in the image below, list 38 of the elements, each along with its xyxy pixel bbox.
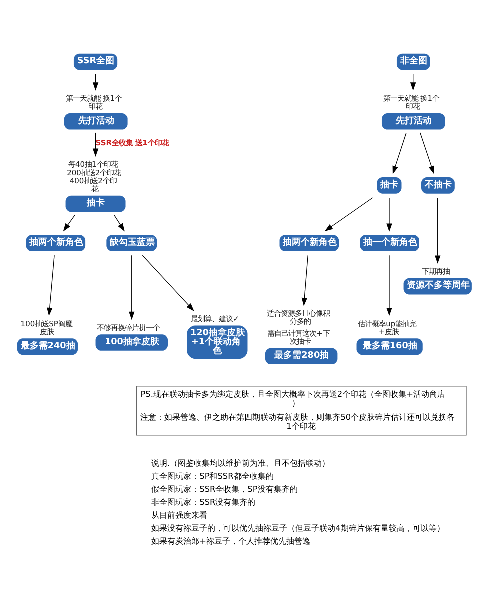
arrow <box>63 214 76 232</box>
node-box: 抽两个新角色 <box>26 234 86 251</box>
label: 如果没有祢豆子的，可以优先抽祢豆子（但豆子联动4期碎片保有量较高，可以等） <box>152 522 445 532</box>
arrow <box>435 197 441 264</box>
node-box: 缺勾玉蓝票 <box>106 234 158 251</box>
arrow <box>92 132 99 156</box>
node-box: 抽两个新角色 <box>280 234 340 251</box>
node-box: 最多需160抽 <box>356 338 423 355</box>
arrow <box>386 254 392 316</box>
node-box: 不抽卡 <box>422 177 455 194</box>
arrow <box>302 254 308 306</box>
node-box: 最多需280抽 <box>265 348 338 364</box>
arrow <box>392 132 407 174</box>
node-box: SSR全图 <box>74 53 118 70</box>
node-box: 先打活动 <box>382 112 446 130</box>
label: 如果有炭治郎+祢豆子，个人推荐优先抽善逸 <box>152 535 310 546</box>
node-box: 100抽拿皮肤 <box>96 334 168 350</box>
label: 从目前强度来看 <box>152 509 208 520</box>
arrow <box>47 254 55 316</box>
node-box: PS.现在联动抽卡多为绑定皮肤，且全图大概率下次再送2个印花（全图收集+活动商店） 注意：如果善逸、伊之助在第四期联动有新皮肤，则集齐50个皮肤碎片估计还可以兑换各1个印花 <box>136 386 467 436</box>
node-box: 抽一个新角色 <box>360 234 420 251</box>
node-box: 抽卡 <box>377 177 402 194</box>
label: 非全图玩家：SSR没有集齐的 <box>152 496 256 507</box>
node-box: 非全图 <box>396 53 430 70</box>
node-box: 最多需240抽 <box>17 338 78 355</box>
label: 假全图玩家：SSR全收集，SP没有集齐的 <box>152 484 298 494</box>
label: 真全图玩家：SP和SSR都全收集的 <box>152 470 274 481</box>
label: 说明.（图鉴收集均以维护前为准、且不包括联动） <box>152 458 330 468</box>
arrow <box>129 254 135 320</box>
node-box: 先打活动 <box>64 112 128 130</box>
node-box: 120抽拿皮肤 +1个联动角色 <box>187 325 248 359</box>
node-box: 资源不多等周年 <box>404 278 472 294</box>
node-box: 抽卡 <box>66 195 126 212</box>
arrow <box>142 254 194 311</box>
arrow <box>420 132 434 174</box>
arrow <box>324 197 374 232</box>
arrow <box>114 214 125 232</box>
arrow <box>386 197 392 232</box>
